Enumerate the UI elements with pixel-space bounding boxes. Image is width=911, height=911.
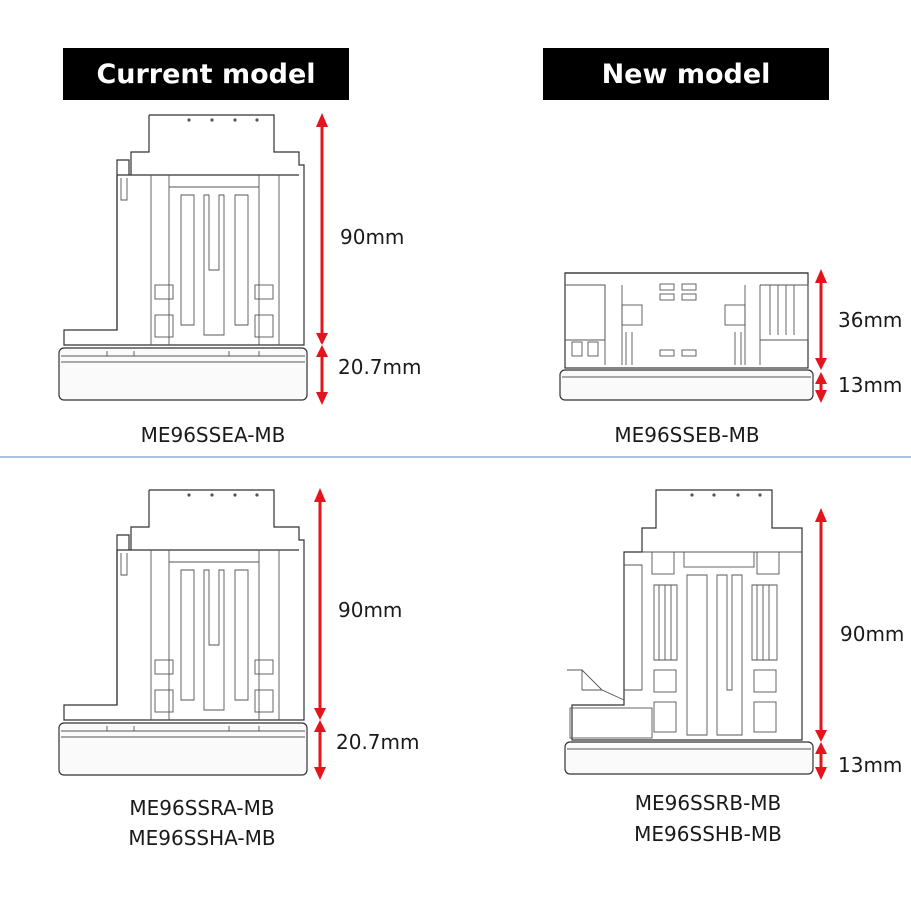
model-drawing-bottom-right: [564, 489, 814, 775]
dim-upper-bottom-left: 90mm: [338, 598, 403, 622]
dim-upper-bottom-right: 90mm: [840, 622, 905, 646]
model-drawing-top-right: [559, 272, 814, 401]
model-label-top-left: ME96SSEA-MB: [140, 423, 286, 447]
model-label-bottom-left-2: ME96SSHA-MB: [128, 826, 276, 850]
dim-lower-top-left: 20.7mm: [338, 355, 422, 379]
model-drawing-top-left: [58, 114, 308, 401]
dim-upper-top-left: 90mm: [340, 225, 405, 249]
model-label-top-right: ME96SSEB-MB: [614, 423, 760, 447]
dimension-arrow-top-right: [815, 269, 827, 403]
dimension-arrow-bottom-left: [314, 488, 326, 780]
dim-lower-bottom-left: 20.7mm: [336, 730, 420, 754]
dimension-arrow-top-left: [316, 113, 328, 405]
dim-lower-top-right: 13mm: [838, 373, 903, 397]
current-model-header: Current model: [63, 48, 349, 100]
dim-upper-top-right: 36mm: [838, 308, 903, 332]
new-model-header: New model: [543, 48, 829, 100]
section-divider: [0, 456, 911, 458]
model-label-bottom-right-1: ME96SSRB-MB: [634, 791, 782, 815]
model-label-bottom-left-1: ME96SSRA-MB: [129, 796, 275, 820]
model-drawing-bottom-left: [58, 489, 308, 776]
model-label-bottom-right-2: ME96SSHB-MB: [634, 822, 782, 846]
dimension-arrow-bottom-right: [815, 508, 827, 780]
dim-lower-bottom-right: 13mm: [838, 753, 903, 777]
